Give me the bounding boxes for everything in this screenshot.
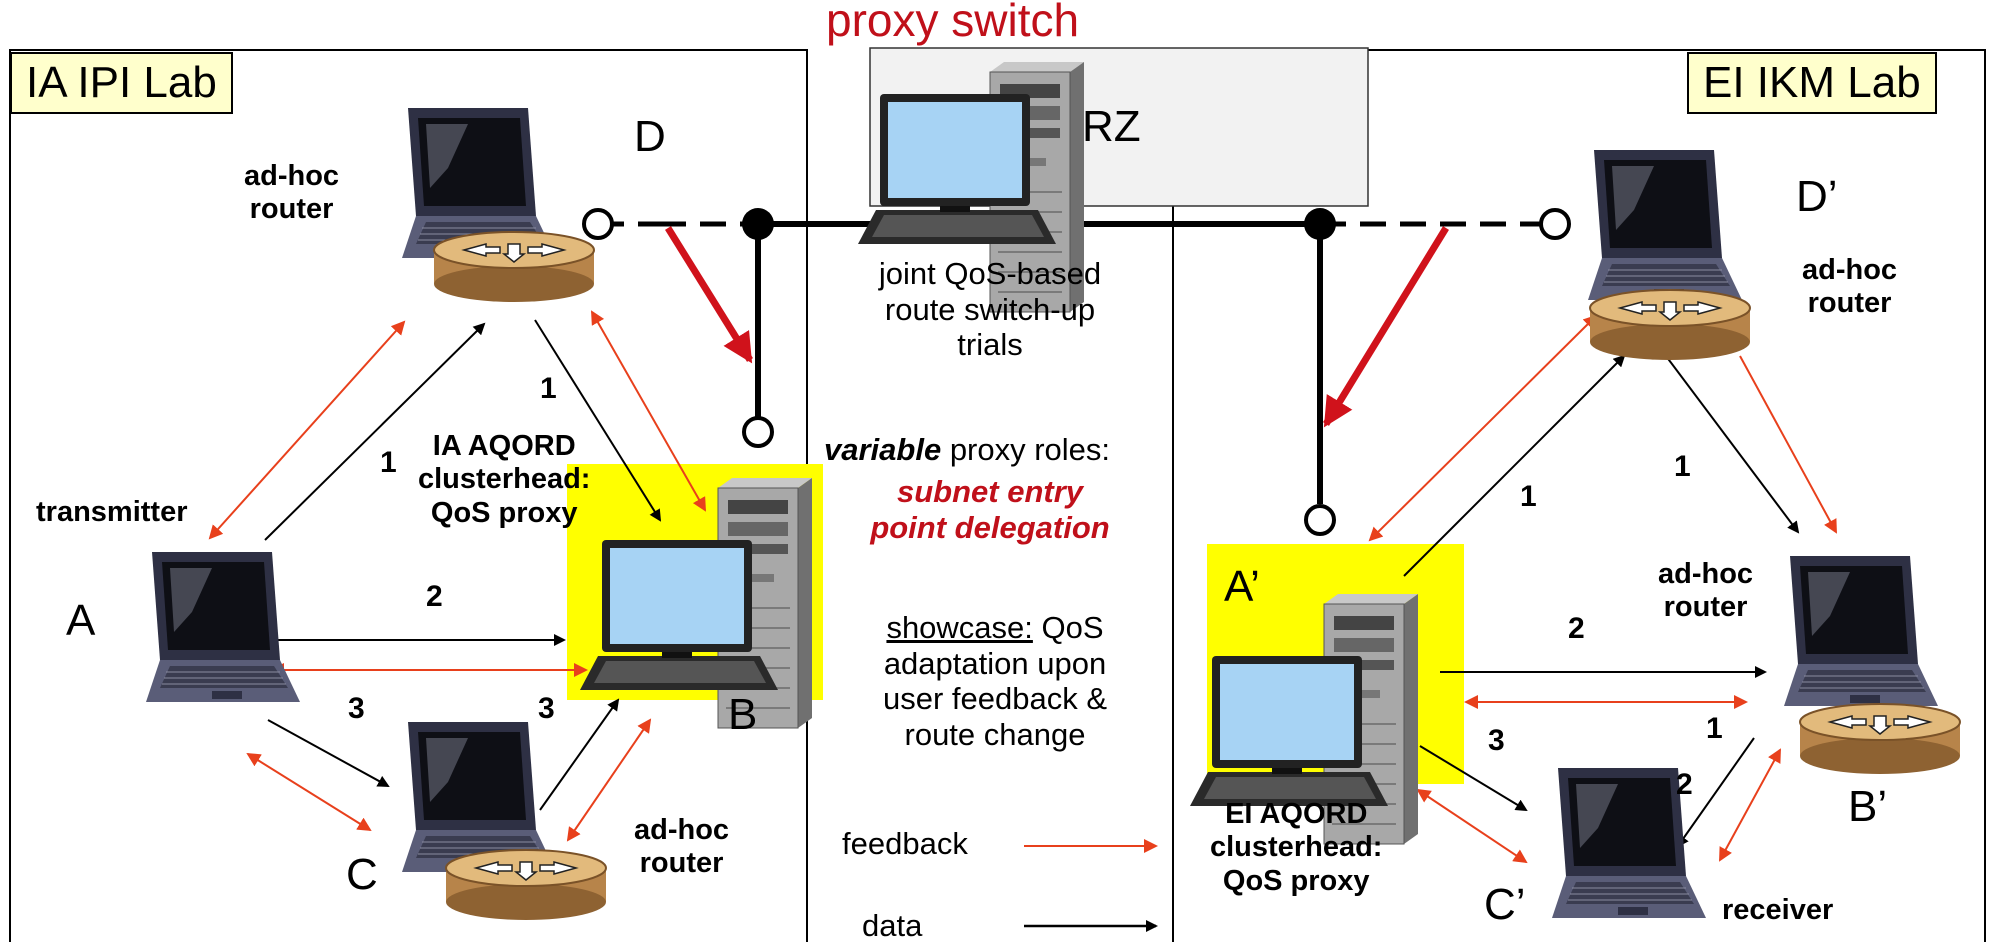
port-D — [582, 208, 614, 240]
step-number: 3 — [1488, 724, 1505, 757]
role-left-adhoc-bottom: ad-hoc router — [634, 814, 729, 881]
variable-rest: proxy roles: — [941, 432, 1111, 467]
role-line: clusterhead: — [418, 463, 591, 496]
step-number: 1 — [540, 372, 557, 405]
role-line: router — [1807, 287, 1892, 320]
role-right-adhoc-mid: ad-hoc router — [1658, 558, 1753, 625]
trials-line-1: joint QoS-based — [878, 256, 1102, 291]
trials-line-3: trials — [957, 327, 1023, 363]
node-C-prime: C’ — [1484, 880, 1526, 929]
switch-arrow-right — [1323, 226, 1449, 428]
role-line: clusterhead: — [1210, 831, 1383, 864]
diagram-title: proxy switch — [826, 0, 1080, 46]
role-line: ad-hoc — [1802, 254, 1898, 286]
backbone — [582, 208, 1571, 536]
step-number: 1 — [380, 446, 397, 479]
node-D-prime: D’ — [1796, 172, 1838, 221]
role-transmitter: transmitter — [36, 496, 188, 528]
laptop-icon — [1587, 149, 1743, 301]
step-number: 2 — [426, 580, 443, 613]
step-number: 1 — [1520, 480, 1537, 513]
variable-roles-text: variable proxy roles: — [824, 432, 1110, 468]
showcase-line-1: showcase: QoS — [840, 610, 1150, 646]
legend-feedback-label: feedback — [842, 826, 968, 861]
role-line: ad-hoc — [634, 814, 730, 846]
role-line: ad-hoc — [244, 160, 340, 192]
port-A-prime — [1304, 504, 1336, 536]
node-C: C — [346, 850, 378, 899]
role-right-adhoc-top: ad-hoc router — [1802, 254, 1897, 321]
step-number: 3 — [538, 692, 555, 725]
switch-arrow-left — [665, 226, 753, 364]
router-icon — [433, 231, 595, 303]
showcase-line-1-rest: QoS — [1032, 610, 1104, 645]
monitor-icon — [580, 540, 778, 690]
ei-ikm-lab-border — [1172, 49, 1986, 942]
rz-label: RZ — [1082, 102, 1141, 151]
role-left-adhoc-top: ad-hoc router — [244, 160, 339, 227]
node-A-prime: A’ — [1224, 562, 1260, 611]
showcase-line-3: user feedback & — [882, 681, 1108, 717]
showcase-text: showcase: QoS adaptation upon user feedb… — [840, 610, 1150, 753]
step-number: 2 — [1676, 768, 1693, 801]
step-number: 1 — [1674, 450, 1691, 483]
showcase-line-4: route change — [904, 716, 1086, 752]
left-feedback-arrows — [208, 310, 706, 842]
junction-right — [1304, 208, 1336, 240]
router-icon — [1799, 703, 1961, 775]
step-number: 3 — [348, 692, 365, 725]
role-line: router — [249, 193, 334, 226]
router-icon — [1589, 289, 1751, 361]
step-number: 1 — [1706, 712, 1723, 745]
role-line: IA AQORD — [432, 430, 576, 462]
role-receiver: receiver — [1722, 894, 1834, 926]
monitor-icon — [1190, 656, 1388, 806]
node-D: D — [634, 112, 666, 161]
monitor-icon — [858, 94, 1056, 244]
port-D-prime — [1539, 208, 1571, 240]
role-line: EI AQORD — [1225, 798, 1368, 830]
showcase-label: showcase: — [886, 610, 1033, 645]
role-ei-clusterhead: EI AQORD clusterhead: QoS proxy — [1210, 798, 1382, 898]
lab-label-left: IA IPI Lab — [10, 52, 233, 114]
port-B — [742, 416, 774, 448]
role-line: QoS proxy — [1222, 864, 1370, 897]
node-A: A — [66, 596, 96, 645]
trials-line-2: route switch-up — [884, 291, 1096, 327]
showcase-line-2: adaptation upon — [883, 645, 1107, 681]
delegation-text: subnet entry point delegation — [830, 474, 1150, 545]
lab-label-right: EI IKM Lab — [1687, 52, 1937, 114]
role-line: ad-hoc — [1658, 558, 1754, 590]
role-line: router — [1663, 591, 1748, 624]
laptop-icon — [145, 551, 301, 703]
legend-data-label: data — [862, 908, 923, 942]
router-icon — [445, 849, 607, 921]
right-feedback-arrows — [1368, 314, 1837, 864]
role-ia-clusterhead: IA AQORD clusterhead: QoS proxy — [418, 430, 590, 530]
role-line: router — [639, 847, 724, 880]
node-B: B — [728, 690, 758, 739]
role-line: QoS proxy — [430, 496, 578, 529]
trials-text: joint QoS-based route switch-up trials — [840, 256, 1140, 363]
variable-word: variable — [824, 432, 942, 467]
junction-left — [742, 208, 774, 240]
delegation-line-1: subnet entry — [896, 474, 1084, 509]
node-B-prime: B’ — [1848, 782, 1888, 831]
laptop-icon — [1783, 555, 1939, 707]
delegation-line-2: point delegation — [870, 509, 1110, 545]
step-number: 2 — [1568, 612, 1585, 645]
